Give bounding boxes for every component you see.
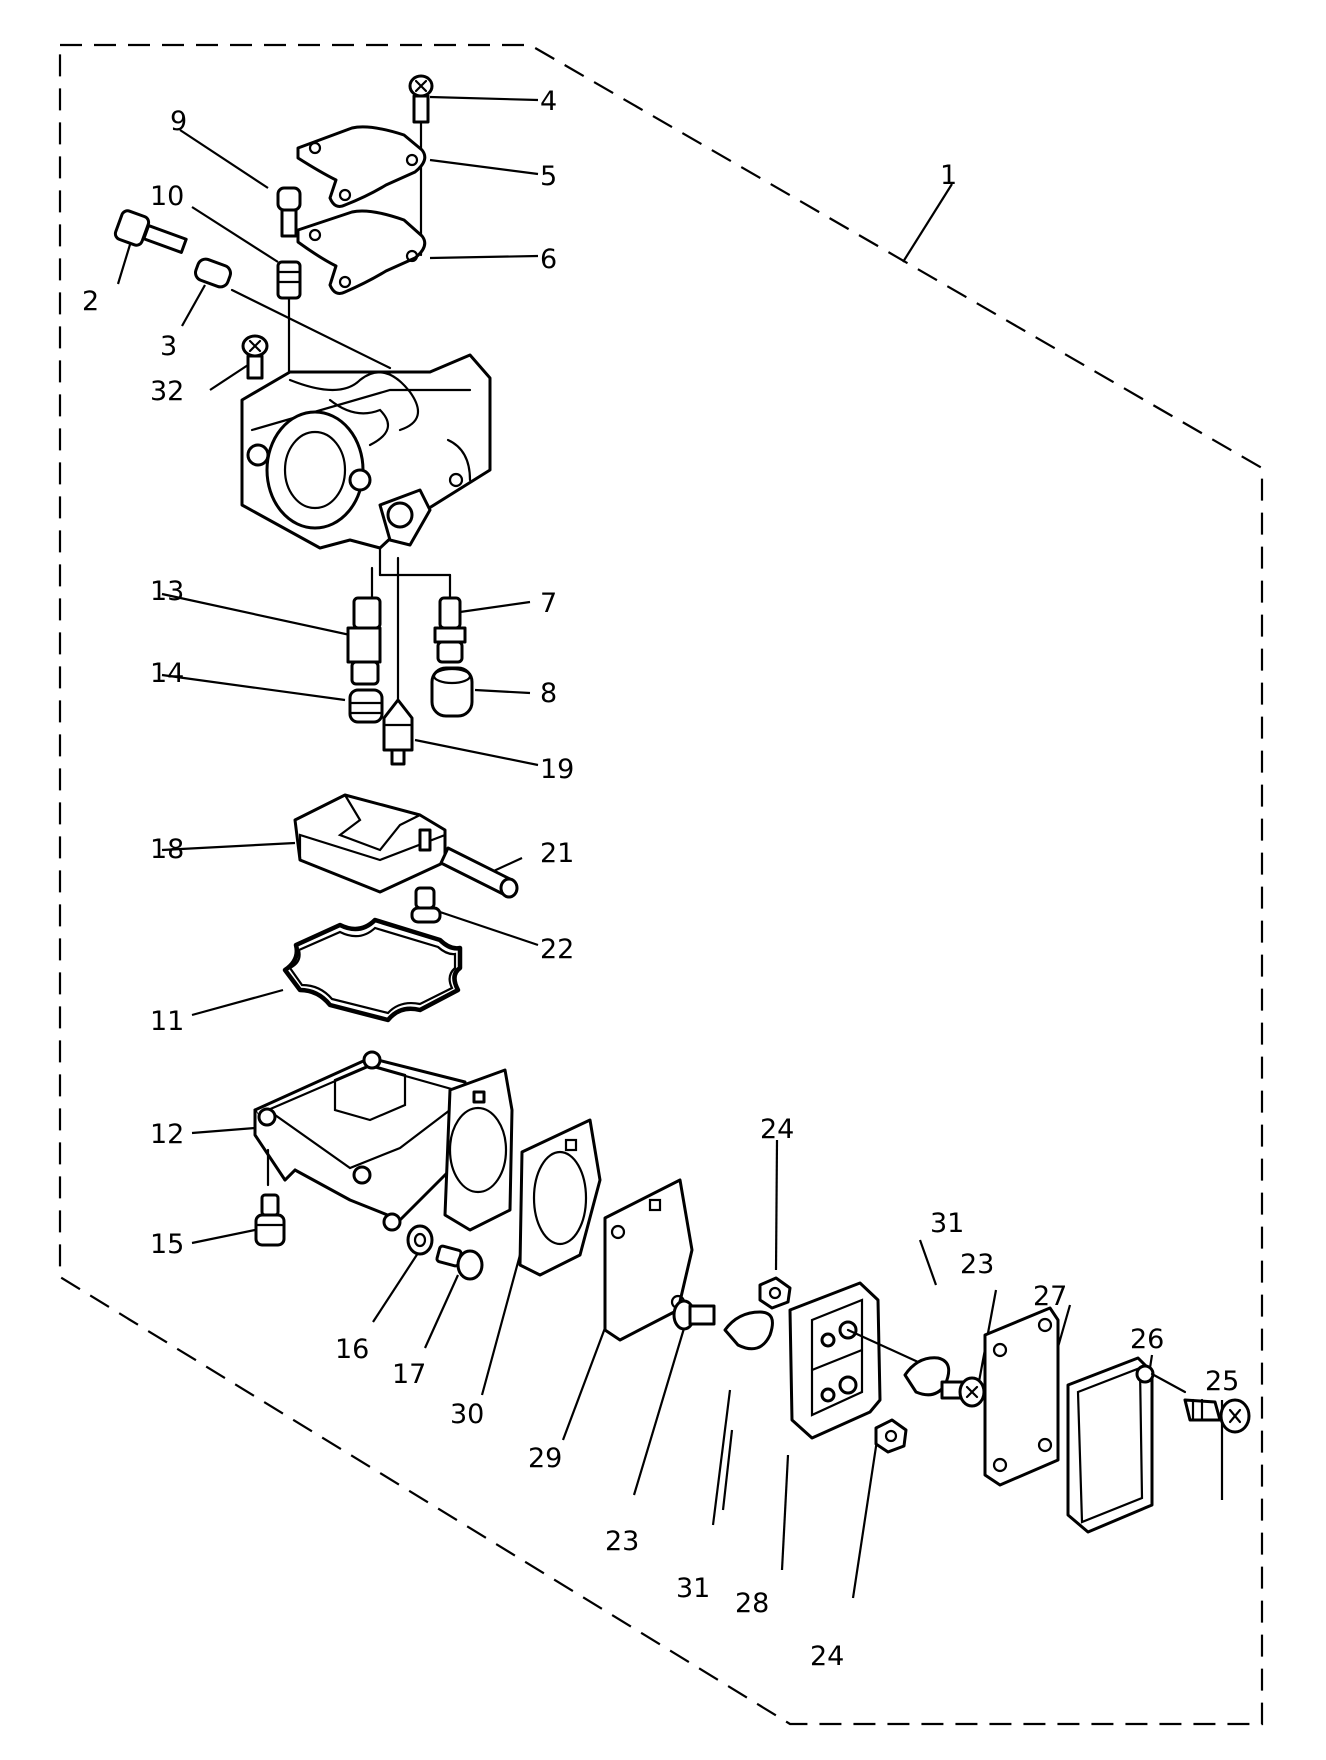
part-31-check-valve-right: [903, 1356, 951, 1397]
callout-31-left: 31: [676, 1573, 710, 1604]
callout-23-right: 23: [960, 1249, 994, 1280]
callout-18: 18: [150, 834, 184, 865]
leader-lines: [116, 95, 1224, 1599]
callout-8: 8: [540, 678, 557, 709]
part-16-washer: [406, 1224, 434, 1256]
part-23-screw-left: [672, 1299, 716, 1331]
callout-12: 12: [150, 1119, 184, 1150]
part-32-screw: [241, 334, 269, 380]
callout-4: 4: [540, 86, 557, 117]
part-23-screw-right: [940, 1376, 986, 1408]
callout-24-top: 24: [760, 1114, 794, 1145]
part-31-check-valve-left: [723, 1310, 774, 1351]
callout-13: 13: [150, 576, 184, 607]
callout-6: 6: [540, 244, 557, 275]
callout-numbers: 1 2 3 4 5 6 7 8 9 10 11 12 13 14 15 16 1…: [82, 86, 1239, 1672]
carburetor-body: [240, 353, 492, 702]
part-24-nut-top: [758, 1276, 792, 1310]
callout-22: 22: [540, 934, 574, 965]
callout-9: 9: [170, 106, 187, 137]
part-21-float-pin: [439, 846, 519, 899]
part-28-fuel-pump-body: [788, 1281, 942, 1440]
part-19-needle-valve: [382, 698, 414, 766]
part-27-gasket: [983, 1306, 1060, 1487]
part-13-main-jet-holder: [346, 596, 382, 686]
callout-19: 19: [540, 754, 574, 785]
part-4-cover-plate: [296, 125, 427, 208]
callout-27: 27: [1033, 1281, 1067, 1312]
part-18-float: [293, 793, 447, 894]
part-25-screw: [1150, 1372, 1251, 1434]
callout-1: 1: [940, 160, 957, 191]
part-2-adjust-screw: [113, 209, 188, 254]
part-17-screw: [435, 1244, 484, 1281]
part-22-screw: [410, 886, 442, 924]
callout-23-left: 23: [605, 1526, 639, 1557]
part-14-main-jet: [348, 688, 384, 724]
part-15-drain-screw: [254, 1193, 286, 1247]
callout-10: 10: [150, 181, 184, 212]
callout-21: 21: [540, 838, 574, 869]
callout-15: 15: [150, 1229, 184, 1260]
callout-2: 2: [82, 286, 99, 317]
callout-25: 25: [1205, 1366, 1239, 1397]
callout-31-right: 31: [930, 1208, 964, 1239]
callout-26: 26: [1130, 1324, 1164, 1355]
callout-14: 14: [150, 658, 184, 689]
part-8-plug: [430, 666, 474, 718]
callout-32: 32: [150, 376, 184, 407]
callout-30: 30: [450, 1399, 484, 1430]
callout-29: 29: [528, 1443, 562, 1474]
part-6-screw: [408, 74, 434, 257]
callout-7: 7: [540, 588, 557, 619]
assembly-boundary: [58, 43, 1264, 1726]
part-7-pilot-jet: [433, 596, 467, 664]
part-26-pump-cover: [1066, 1356, 1155, 1534]
part-12-float-chamber: [253, 1050, 514, 1232]
part-3-spring: [194, 257, 392, 370]
callout-28: 28: [735, 1588, 769, 1619]
part-24-nut-bottom: [874, 1418, 908, 1454]
callout-17: 17: [392, 1359, 426, 1390]
callout-24-bottom: 24: [810, 1641, 844, 1672]
part-30-gasket: [518, 1118, 602, 1277]
callout-11: 11: [150, 1006, 184, 1037]
part-5-gasket: [296, 209, 427, 295]
callout-3: 3: [160, 331, 177, 362]
callout-5: 5: [540, 161, 557, 192]
part-9-screw: [276, 186, 302, 238]
callout-16: 16: [335, 1334, 369, 1365]
part-11-float-chamber-gasket: [282, 917, 463, 1023]
